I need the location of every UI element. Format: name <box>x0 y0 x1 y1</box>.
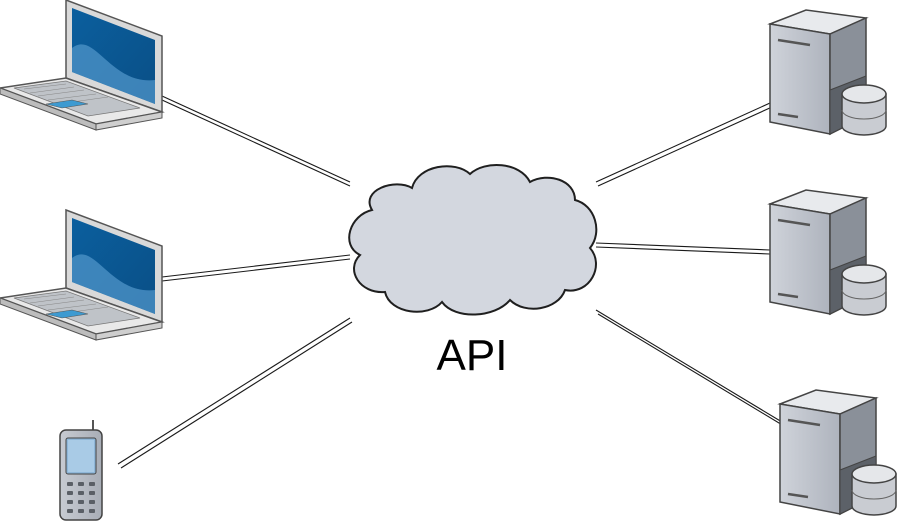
mobile-phone-icon <box>59 420 103 521</box>
server-middle-icon <box>768 188 888 317</box>
laptop-top-icon <box>0 0 163 131</box>
link-laptop-top-to-api <box>161 95 351 187</box>
link-phone-to-api <box>117 317 353 469</box>
link-api-to-server-bottom <box>595 309 785 427</box>
api-label: API <box>436 331 508 380</box>
laptop-middle-icon <box>0 209 163 341</box>
link-api-to-server-top <box>595 102 773 187</box>
api-cloud-icon <box>348 163 598 316</box>
connection-lines <box>117 95 785 469</box>
server-top-icon <box>768 8 888 137</box>
server-bottom-icon <box>778 388 897 517</box>
link-laptop-middle-to-api <box>161 254 351 282</box>
link-api-to-server-middle <box>595 242 771 255</box>
